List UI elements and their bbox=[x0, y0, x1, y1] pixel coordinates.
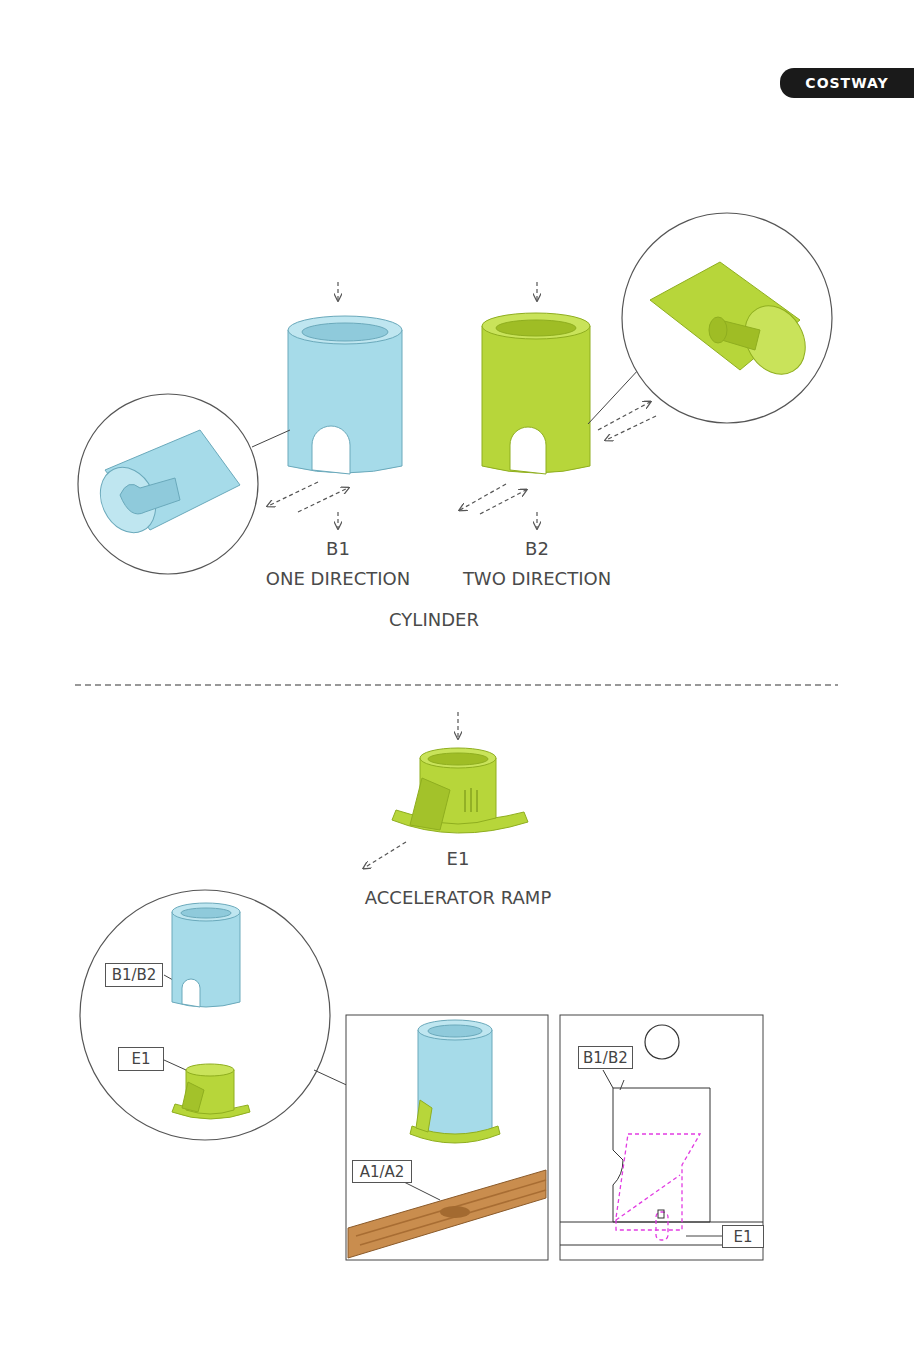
group-title: CYLINDER bbox=[389, 609, 479, 630]
part-number: B2 bbox=[525, 538, 549, 559]
part-number: B1 bbox=[326, 538, 350, 559]
part-callout: E1 bbox=[118, 1047, 164, 1071]
part-callout: A1/A2 bbox=[352, 1160, 412, 1183]
node-text: B1/B2 bbox=[583, 1049, 628, 1067]
node-text: E1 bbox=[131, 1050, 150, 1068]
node-text: E1 bbox=[733, 1228, 752, 1246]
part-callout: E1 bbox=[722, 1225, 764, 1248]
node-text: COSTWAY bbox=[805, 75, 888, 91]
part-callout: B1/B2 bbox=[578, 1046, 633, 1069]
node-text: B1/B2 bbox=[112, 966, 157, 984]
part-description: TWO DIRECTION bbox=[463, 568, 611, 589]
part-number: E1 bbox=[447, 848, 470, 869]
part-callout: B1/B2 bbox=[105, 963, 163, 987]
part-description: ONE DIRECTION bbox=[266, 568, 410, 589]
part-description: ACCELERATOR RAMP bbox=[365, 887, 551, 908]
brand-tab: COSTWAY bbox=[780, 68, 914, 98]
node-text: A1/A2 bbox=[360, 1163, 405, 1181]
